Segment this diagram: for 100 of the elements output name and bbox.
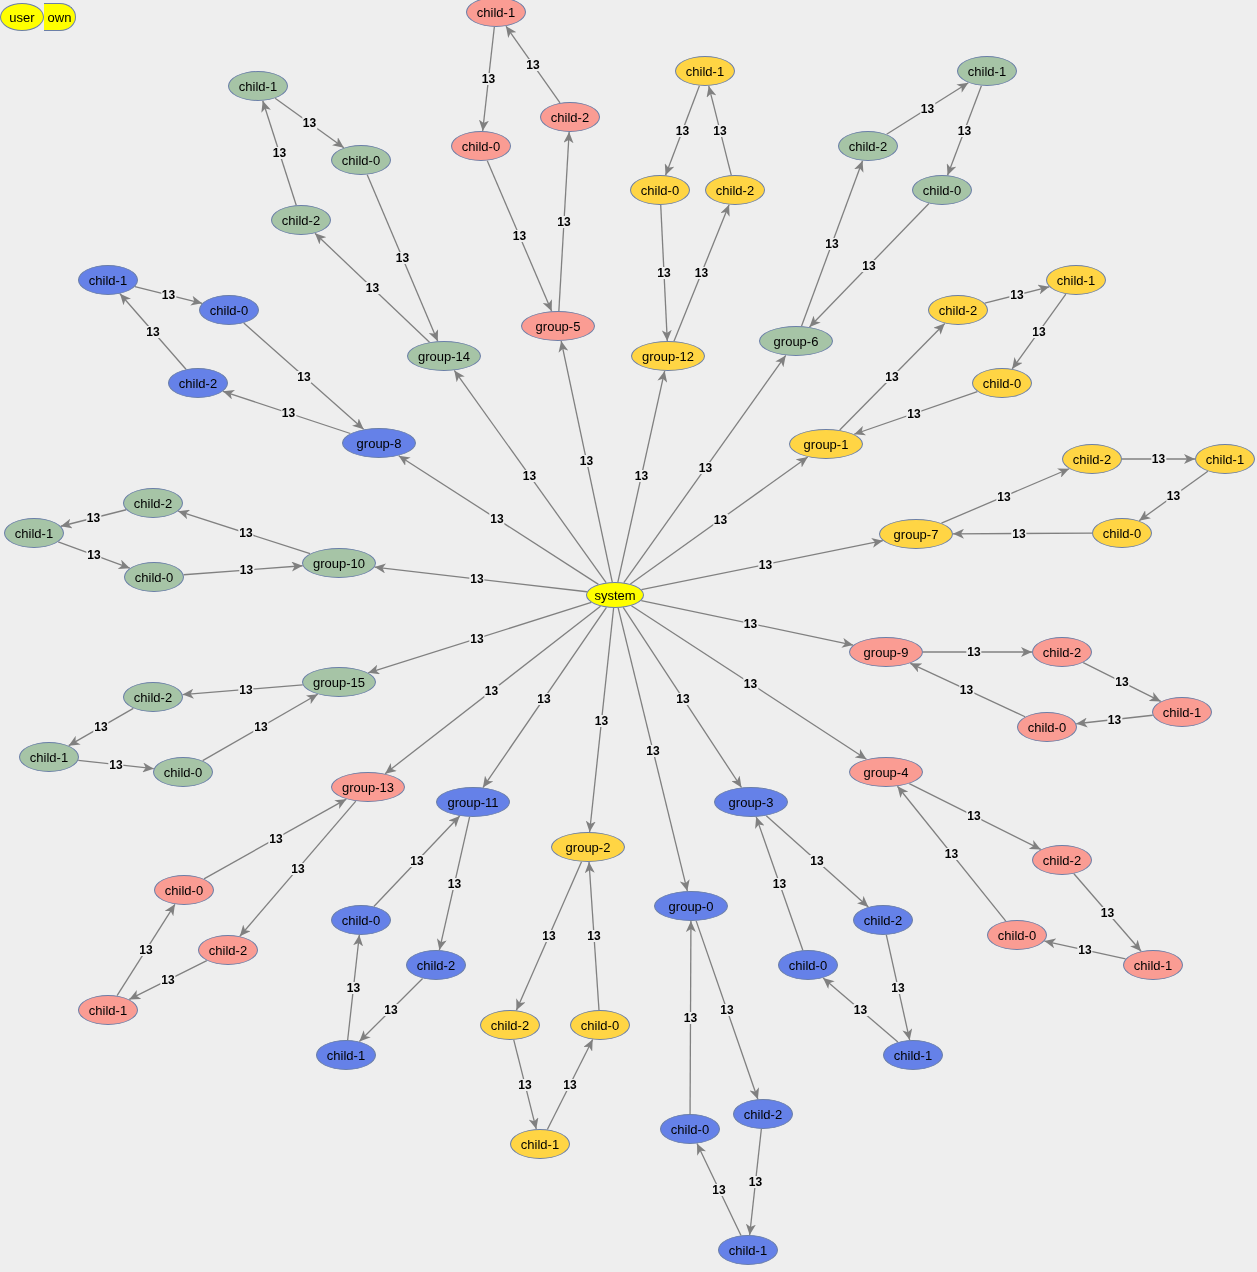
arrow (952, 528, 1093, 539)
arrow (60, 509, 127, 529)
ellipse-node: child-1 (19, 742, 79, 772)
arrow (853, 390, 978, 436)
ellipse-node: group-5 (521, 311, 595, 341)
arrow (765, 815, 869, 908)
arrow (745, 1128, 762, 1236)
ellipse-node: child-2 (928, 295, 988, 325)
arrow (1082, 661, 1162, 703)
arrow (839, 322, 946, 431)
ellipse-node: child-1 (718, 1235, 778, 1265)
ellipse-node: child-1 (4, 518, 64, 548)
arrow (505, 25, 561, 104)
ellipse-node: child-0 (124, 562, 184, 592)
edge-label: 13 (966, 810, 982, 822)
edge-label: 13 (160, 289, 177, 301)
ellipse-node: child-0 (154, 875, 214, 905)
edge-label: 13 (541, 930, 557, 942)
arrow (314, 232, 431, 343)
arrow (623, 354, 787, 584)
ellipse-node: child-2 (838, 131, 898, 161)
edge-label: 13 (1077, 944, 1093, 956)
ellipse-node: child-0 (987, 920, 1047, 950)
ellipse-node: child-2 (1032, 637, 1092, 667)
arrow (630, 605, 868, 760)
edge-label: 13 (469, 573, 485, 585)
edge-label: 13 (809, 855, 825, 867)
ellipse-node: child-1 (957, 56, 1017, 86)
ellipse-node: child-1 (675, 56, 735, 86)
arrow (946, 85, 983, 176)
ellipse-node: group-9 (849, 637, 923, 667)
arrow (585, 607, 615, 833)
edge-label: 13 (919, 102, 936, 115)
arrow (177, 509, 311, 555)
arrow (685, 920, 696, 1115)
ellipse-node: child-2 (198, 935, 258, 965)
arrow (478, 26, 495, 132)
edge-label: 13 (483, 685, 500, 697)
arrow (116, 903, 176, 997)
edge-label: 13 (138, 944, 154, 956)
ellipse-node: child-0 (1092, 518, 1152, 548)
edge-label: 13 (697, 462, 714, 474)
arrow (453, 369, 607, 584)
ellipse-node: group-4 (849, 757, 923, 787)
edge-label: 13 (675, 692, 691, 705)
edge-label: 13 (296, 370, 312, 383)
edge-label: 13 (1106, 713, 1123, 726)
edge-label: 13 (719, 1004, 735, 1016)
arrow (909, 662, 1026, 718)
ellipse-node: group-8 (342, 428, 416, 458)
ellipse-node: child-2 (168, 368, 228, 398)
edge-label: 13 (958, 683, 975, 696)
edge-label: 13 (562, 1078, 578, 1091)
ellipse-node: child-0 (660, 1114, 720, 1144)
edge-label: 13 (511, 230, 528, 242)
edge-label: 13 (771, 877, 788, 890)
edge-label: 13 (271, 147, 288, 159)
ellipse-node: group-15 (302, 667, 376, 697)
arrow (546, 1038, 594, 1131)
ellipse-node: child-2 (1032, 845, 1092, 875)
edge-label: 13 (290, 862, 306, 875)
edge-label: 13 (674, 124, 691, 137)
ellipse-node: group-10 (302, 548, 376, 578)
edge-label: 13 (593, 715, 610, 727)
arrow (1138, 470, 1209, 522)
edge-label: 13 (1009, 289, 1025, 301)
arrow (366, 174, 439, 342)
edge-label: 13 (861, 259, 877, 272)
edge-label: 13 (1165, 490, 1182, 502)
edge-label: 13 (268, 832, 284, 845)
edge-label: 13 (521, 469, 538, 482)
arrow (203, 798, 347, 880)
edge-label: 13 (238, 564, 255, 576)
arrow (617, 370, 668, 583)
arrow (274, 97, 345, 149)
ellipse-node: child-1 (1123, 950, 1183, 980)
ellipse-node: child-0 (630, 175, 690, 205)
arrow (800, 160, 864, 327)
ellipse-node: child-0 (778, 950, 838, 980)
edge-label: 13 (824, 237, 840, 250)
ellipse-node: group-11 (436, 787, 510, 817)
arrow (68, 707, 134, 747)
edge-label: 13 (633, 469, 650, 482)
ellipse-node: group-14 (407, 341, 481, 371)
edge-label: 13 (943, 847, 960, 860)
edge-label: 13 (446, 877, 463, 890)
arrow (436, 816, 471, 951)
edge-label: 13 (525, 58, 541, 71)
edge-label: 13 (645, 744, 661, 757)
edge-label: 13 (160, 974, 176, 986)
edge-label: 13 (884, 371, 900, 383)
arrow (673, 204, 730, 342)
edge-label: 13 (966, 646, 982, 658)
edge-label: 13 (345, 981, 362, 994)
ellipse-node: child-0 (1017, 712, 1077, 742)
ellipse-node: child-1 (316, 1040, 376, 1070)
ellipse-node: child-0 (199, 295, 259, 325)
ellipse-node: child-0 (153, 757, 213, 787)
ellipse-node: child-1 (466, 0, 526, 27)
ellipse-node: child-1 (1195, 444, 1255, 474)
